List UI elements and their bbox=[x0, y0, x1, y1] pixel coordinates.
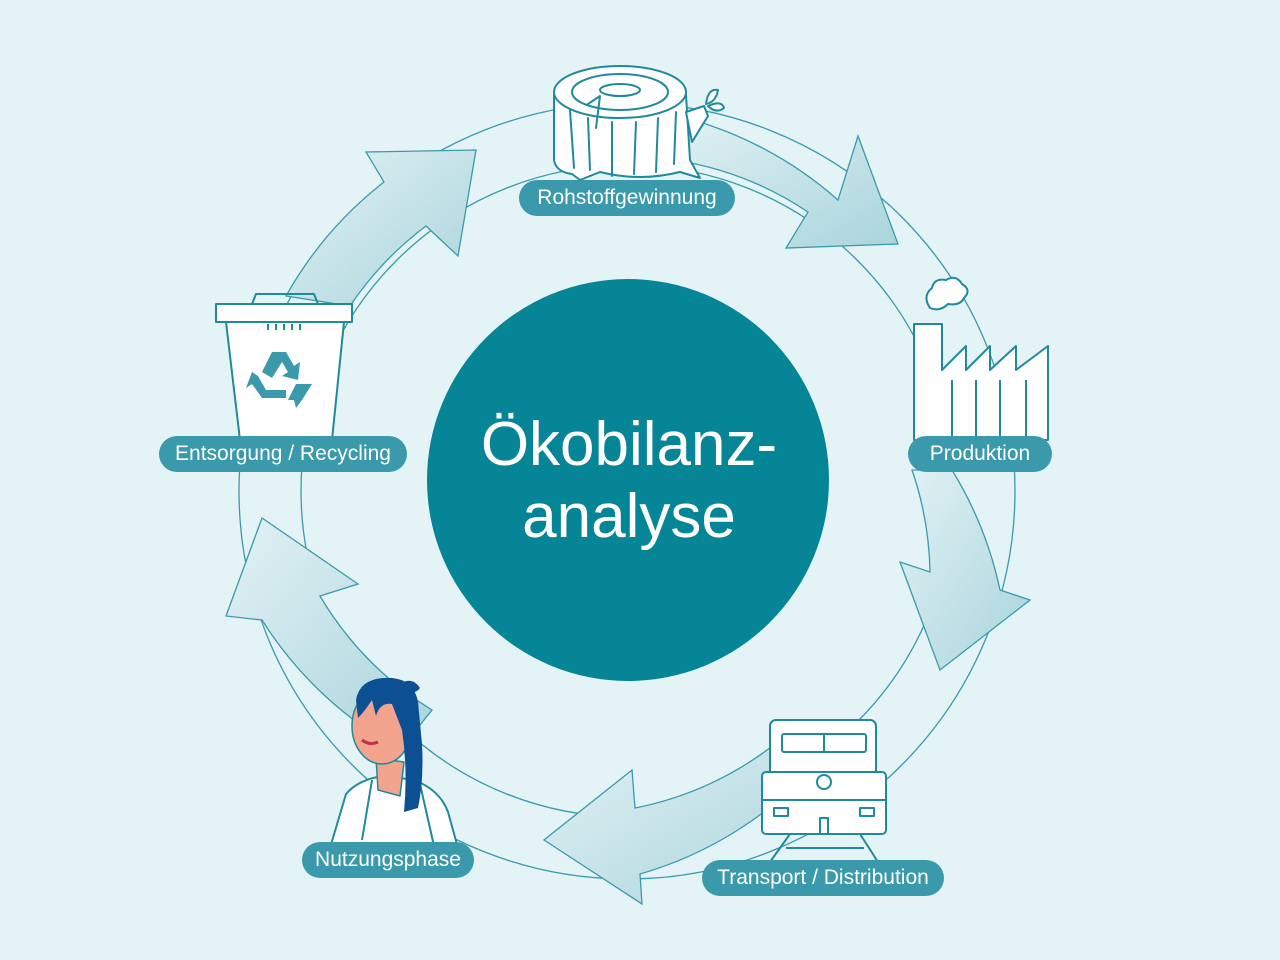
stage-label-transport-distribution: Transport / Distribution bbox=[702, 860, 944, 896]
stage-label-entsorgung-recycling: Entsorgung / Recycling bbox=[159, 436, 407, 472]
stage-label-rohstoffgewinnung: Rohstoffgewinnung bbox=[519, 180, 735, 216]
recycle-symbol bbox=[246, 352, 312, 408]
arrow-right bbox=[898, 469, 1032, 672]
stage-label-produktion: Produktion bbox=[908, 436, 1052, 472]
factory-icon bbox=[913, 276, 1049, 441]
arrow-top-left bbox=[284, 149, 477, 307]
recycling-bin-icon bbox=[215, 293, 353, 441]
arrow-top-right bbox=[673, 114, 899, 249]
center-circle bbox=[427, 279, 829, 681]
person-icon bbox=[329, 677, 459, 849]
center-title: Ökobilanz- analyse bbox=[428, 280, 830, 682]
center-title-line-2: analyse bbox=[522, 482, 736, 551]
train-icon bbox=[761, 719, 887, 863]
center-title-line-1: Ökobilanz- bbox=[480, 410, 778, 479]
stage-label-nutzungsphase: Nutzungsphase bbox=[302, 842, 474, 878]
tree-stump-icon bbox=[553, 65, 725, 181]
